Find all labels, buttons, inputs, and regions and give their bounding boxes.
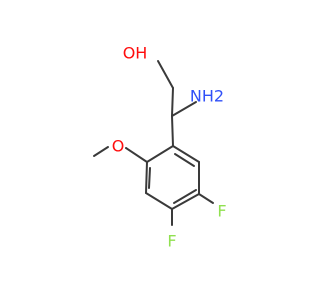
amine-label: NH2 <box>190 87 224 106</box>
bonds <box>93 60 214 226</box>
molecule-structure: OH NH2 O F F <box>93 44 227 251</box>
bond-ring-c1-c2 <box>146 145 174 163</box>
bond-ring-f1 <box>198 193 214 204</box>
molecule-canvas: OH NH2 O F F <box>93 43 227 251</box>
bond-ring-c4-c5-inner <box>173 189 197 204</box>
bond-ring-c2-c3 <box>145 161 148 194</box>
bond-ch2-ch <box>171 87 174 117</box>
methoxy-oxygen-label: O <box>112 137 125 156</box>
bond-ch-ring <box>171 115 174 147</box>
bond-ring-c4-c5 <box>171 193 200 210</box>
bond-o-ch3 <box>93 146 109 157</box>
fluorine-label-1: F <box>217 202 226 221</box>
bond-ring-c2-c3-inner <box>148 167 151 189</box>
hydroxyl-label: OH <box>123 44 148 63</box>
bond-o-ch2-upper <box>157 60 174 89</box>
bond-ring-c6-c1 <box>172 145 200 163</box>
bond-ring-ome <box>125 147 148 163</box>
fluorine-label-2: F <box>167 232 176 251</box>
bond-ring-c3-c4 <box>145 192 173 210</box>
bond-ch-nh2 <box>171 101 197 117</box>
bond-ring-c6-c1-inner <box>174 153 195 167</box>
